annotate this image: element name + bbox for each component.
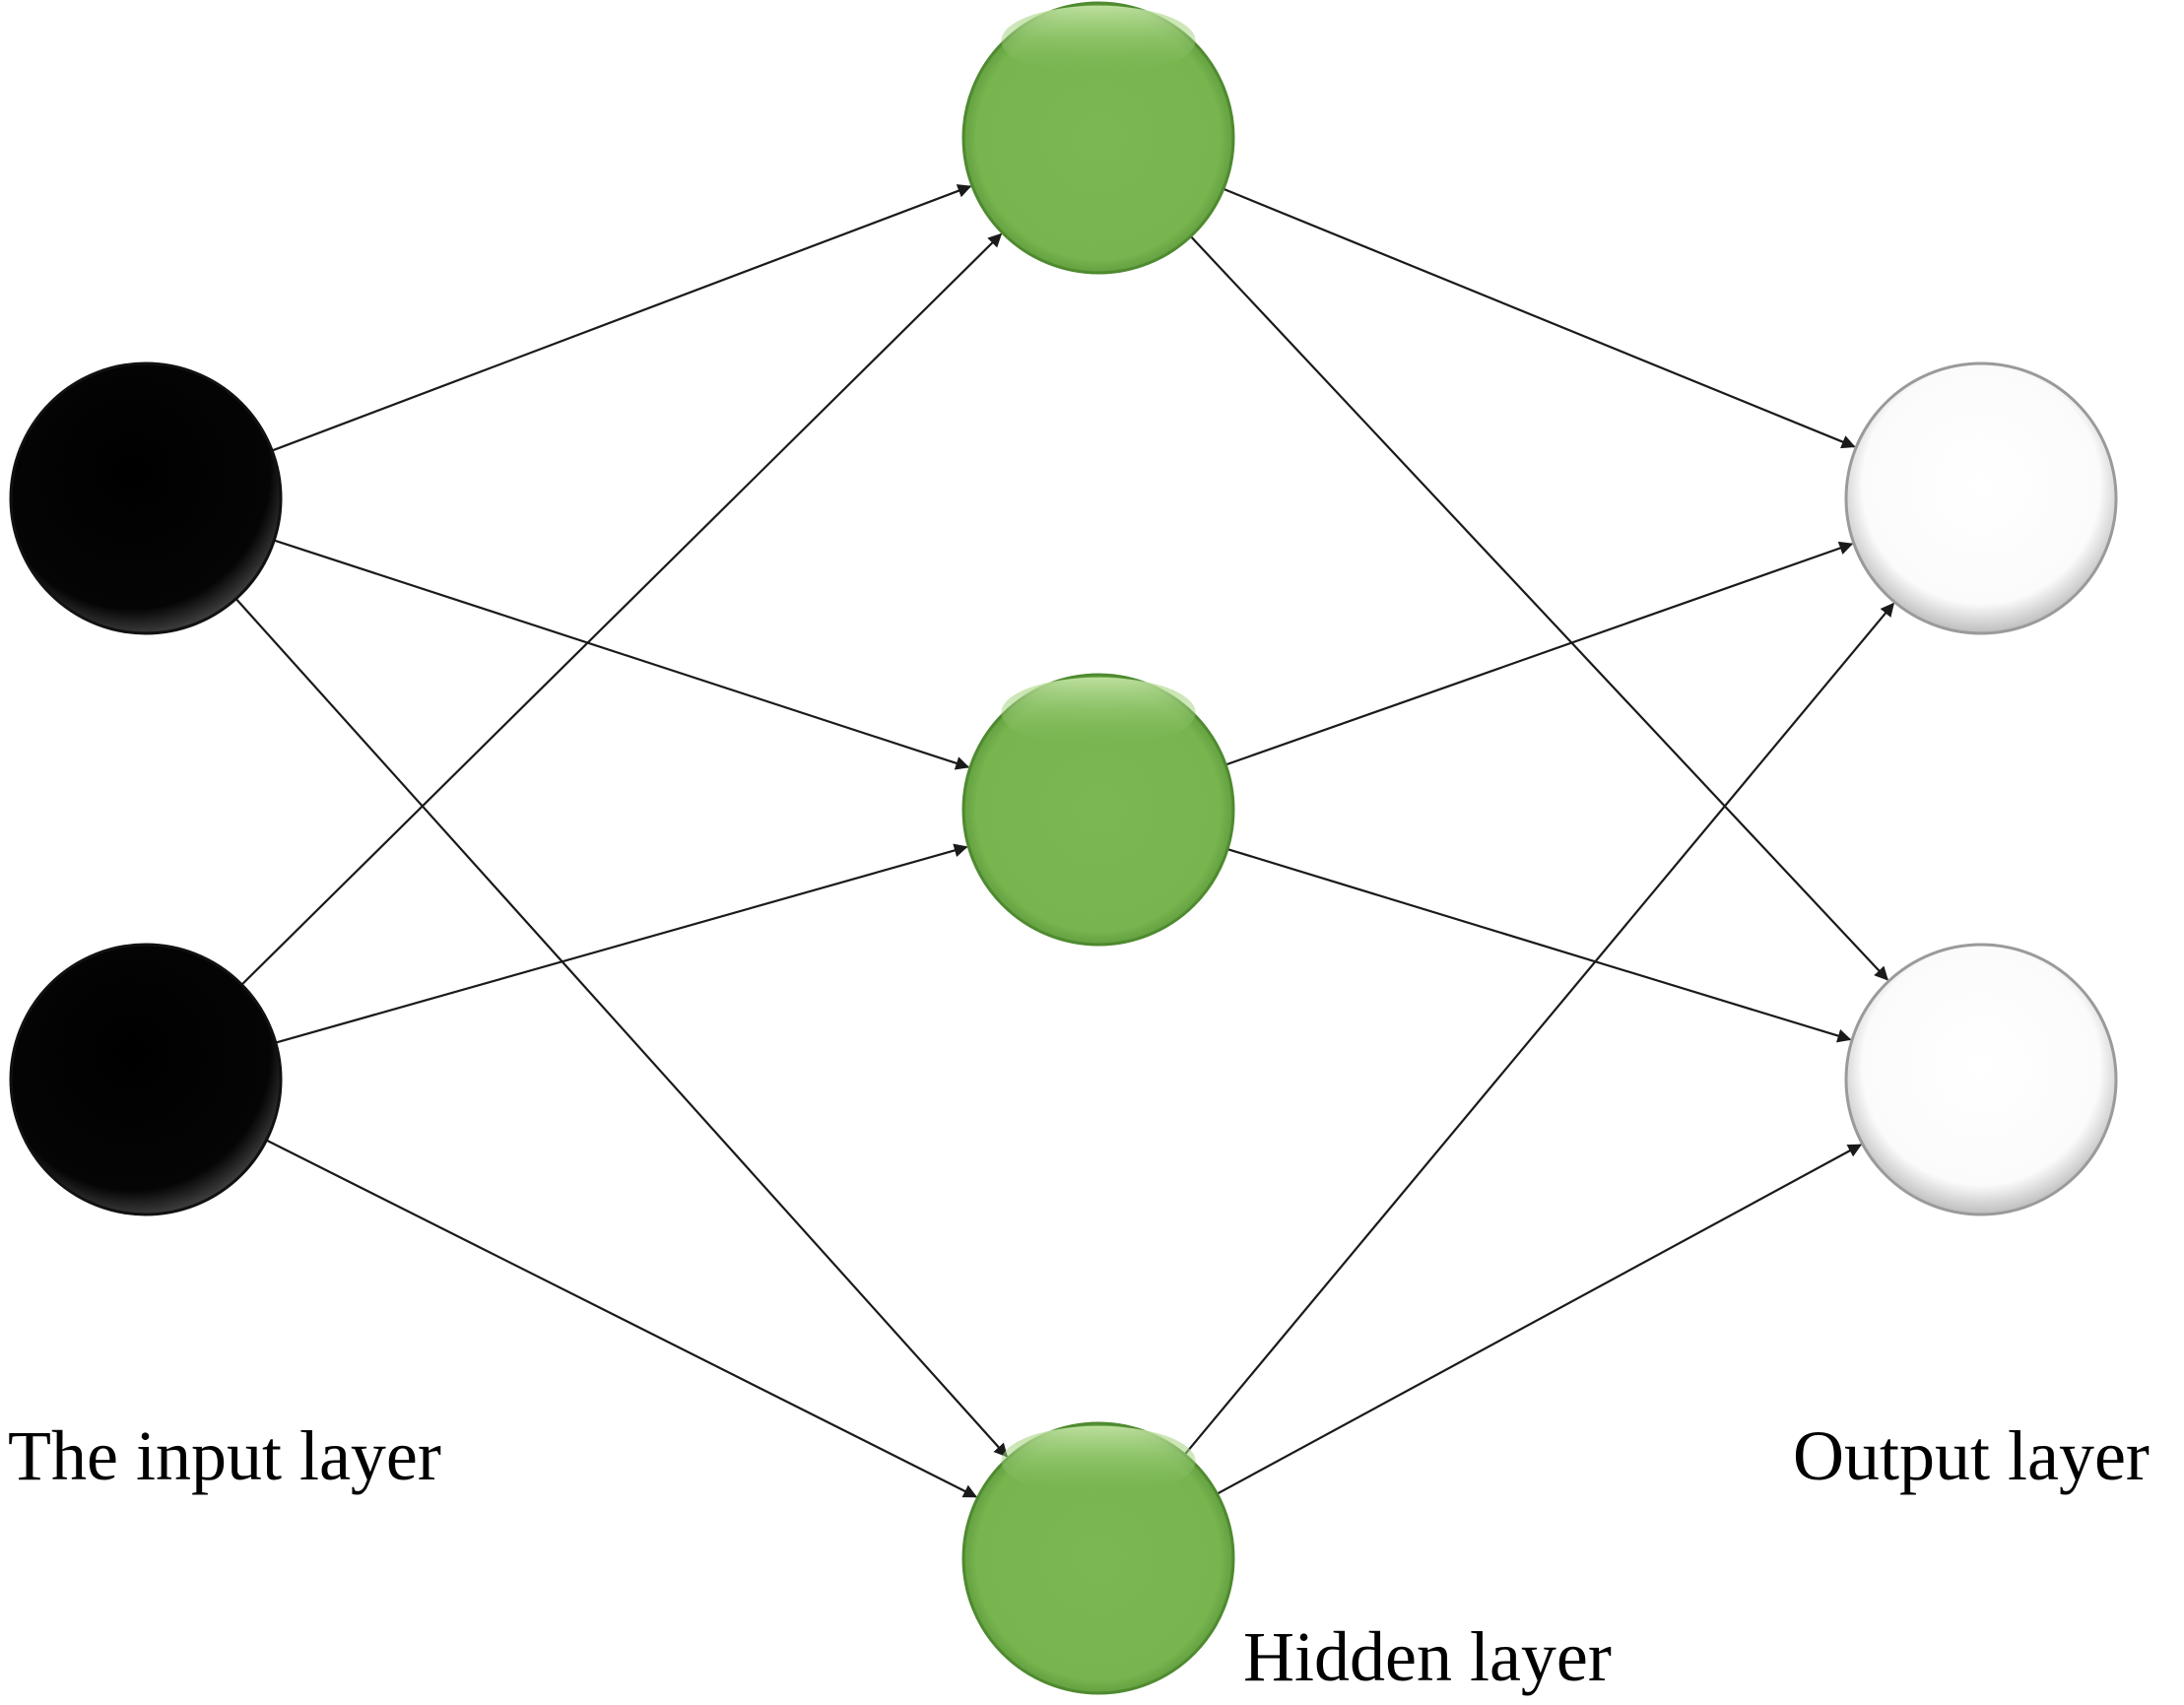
hidden-layer-label: Hidden layer (1243, 1617, 1612, 1696)
edge-input-2-to-hidden-2 (271, 843, 968, 1045)
output-layer-label: Output layer (1793, 1416, 2150, 1495)
edge-hidden-1-to-output-2 (1187, 232, 1888, 981)
input-node-1 (9, 361, 283, 635)
edge-input-2-to-hidden-3 (262, 1137, 978, 1498)
edge-hidden-1-to-output-1 (1219, 186, 1856, 449)
nodes-group (9, 1, 2118, 1695)
input-node-2 (9, 943, 283, 1216)
hidden-node-1 (961, 1, 1235, 275)
edge-input-1-to-hidden-2 (270, 538, 970, 770)
edge-hidden-3-to-output-1 (1181, 602, 1894, 1459)
hidden-node-2 (961, 673, 1235, 947)
edge-input-2-to-hidden-1 (237, 232, 1003, 989)
input-layer-label: The input layer (8, 1416, 441, 1495)
edge-hidden-2-to-output-2 (1223, 846, 1852, 1043)
output-node-1 (1844, 361, 2118, 635)
connections-group (232, 184, 1894, 1498)
edge-hidden-2-to-output-1 (1222, 541, 1854, 767)
edge-input-1-to-hidden-3 (232, 595, 1009, 1458)
edge-input-1-to-hidden-1 (267, 184, 972, 453)
output-node-2 (1844, 943, 2118, 1216)
hidden-node-3 (961, 1421, 1235, 1695)
edge-hidden-3-to-output-2 (1213, 1144, 1863, 1497)
